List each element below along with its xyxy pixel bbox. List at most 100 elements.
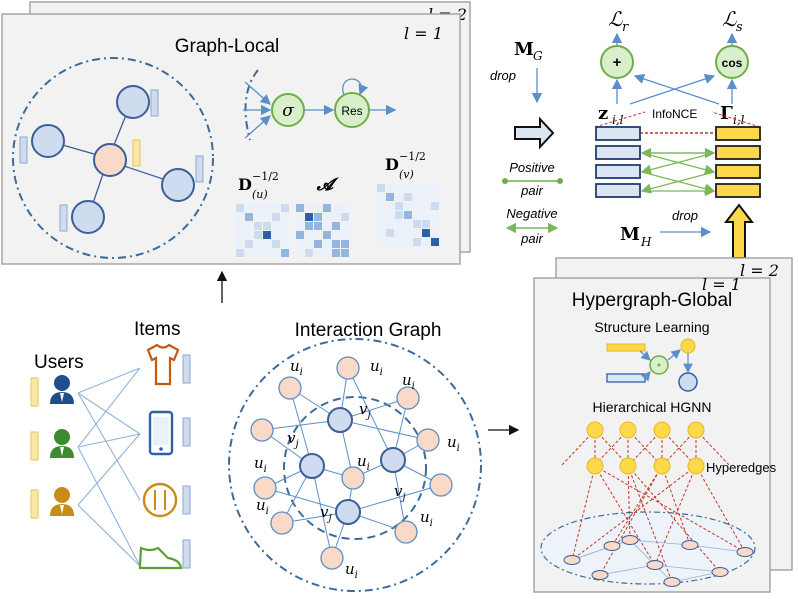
local-center-node bbox=[93, 143, 127, 177]
degree-v-label: D bbox=[385, 155, 399, 174]
matrix-cell bbox=[236, 231, 244, 239]
user-node-label: ui bbox=[256, 496, 269, 517]
embedding-vector bbox=[595, 164, 641, 179]
users-label: Users bbox=[34, 352, 84, 373]
item-node bbox=[380, 447, 406, 473]
hypergraph-node bbox=[646, 560, 664, 570]
user-icon bbox=[50, 487, 74, 516]
matrix-cell bbox=[395, 193, 403, 201]
cos-label: cos bbox=[722, 56, 743, 70]
hypergraph-node bbox=[591, 570, 609, 580]
gamma-label: Γ bbox=[720, 103, 733, 124]
hyperedge-node bbox=[586, 421, 604, 439]
users-items-section: Users Items bbox=[30, 319, 191, 570]
embedding-vector bbox=[595, 183, 641, 198]
matrix-cell bbox=[431, 211, 439, 219]
matrix-cell bbox=[236, 249, 244, 257]
matrix-cell bbox=[341, 213, 349, 221]
matrix-cell bbox=[413, 220, 421, 228]
embedding-vector bbox=[595, 145, 641, 160]
matrix-cell bbox=[323, 222, 331, 230]
matrix-cell bbox=[404, 184, 412, 192]
matrix-cell bbox=[305, 213, 313, 221]
hyperedge-node bbox=[653, 421, 671, 439]
user-node-label: ui bbox=[254, 454, 267, 475]
svg-text:(v): (v) bbox=[399, 168, 414, 181]
matrix-cell bbox=[377, 220, 385, 228]
negative-pair-label: Negative bbox=[506, 206, 557, 221]
matrix-cell bbox=[341, 222, 349, 230]
user-node-label: ui bbox=[357, 452, 370, 473]
tshirt-icon bbox=[146, 343, 180, 386]
matrix-cell bbox=[404, 193, 412, 201]
matrix-cell bbox=[386, 211, 394, 219]
plus-label: + bbox=[613, 54, 622, 71]
matrix-cell bbox=[314, 204, 322, 212]
plus-node bbox=[600, 45, 634, 79]
user-node bbox=[396, 386, 420, 410]
matrix-cell bbox=[404, 202, 412, 210]
svg-text:H: H bbox=[640, 235, 652, 249]
svg-text:−1/2: −1/2 bbox=[399, 150, 426, 163]
matrix-cell bbox=[323, 231, 331, 239]
interaction-graph-title: Interaction Graph bbox=[295, 320, 442, 341]
matrix-cell bbox=[245, 249, 253, 257]
matrix-cell bbox=[305, 240, 313, 248]
hypergraph-node bbox=[663, 577, 681, 587]
hypergraph-node bbox=[563, 555, 581, 565]
hollow-arrow bbox=[514, 116, 555, 150]
svg-text:r: r bbox=[622, 20, 629, 35]
z-embedding-stack bbox=[595, 126, 641, 198]
matrix-cell bbox=[245, 213, 253, 221]
hyperedge-node bbox=[653, 457, 671, 475]
svg-text:G: G bbox=[533, 49, 543, 63]
hypergraph-node bbox=[736, 547, 754, 557]
embedding-vector bbox=[595, 126, 641, 141]
matrix-cell bbox=[314, 240, 322, 248]
matrix-cell bbox=[296, 204, 304, 212]
matrix-cell bbox=[413, 211, 421, 219]
mask-g-label: M bbox=[514, 39, 534, 60]
contrastive-section: M G drop ℒ r ℒ s + cos z i,l InfoNCE Γ i… bbox=[490, 7, 761, 259]
local-graph-boundary bbox=[12, 57, 214, 259]
food-icon bbox=[142, 482, 178, 518]
items-label: Items bbox=[134, 319, 180, 340]
degree-u-matrix bbox=[236, 204, 289, 257]
matrix-cell bbox=[404, 211, 412, 219]
z-label: z bbox=[598, 103, 608, 124]
matrix-cell bbox=[263, 231, 271, 239]
matrix-cell bbox=[281, 249, 289, 257]
matrix-cell bbox=[422, 202, 430, 210]
matrix-cell bbox=[323, 240, 331, 248]
matrix-cell bbox=[323, 204, 331, 212]
matrix-cell bbox=[281, 204, 289, 212]
matrix-cell bbox=[254, 204, 262, 212]
matrix-cell bbox=[431, 229, 439, 237]
matrix-cell bbox=[395, 211, 403, 219]
matrix-cell bbox=[413, 184, 421, 192]
degree-v-matrix bbox=[377, 184, 439, 246]
hyperedges-label: Hyperedges bbox=[706, 460, 777, 475]
matrix-cell bbox=[281, 240, 289, 248]
matrix-cell bbox=[263, 249, 271, 257]
item-node-label: vj bbox=[287, 429, 299, 450]
matrix-cell bbox=[413, 193, 421, 201]
matrix-cell bbox=[431, 184, 439, 192]
user-node bbox=[341, 466, 365, 490]
graph-local-panel: l = 2 l = 1 Graph-Local σ Res bbox=[1, 1, 471, 265]
local-node bbox=[161, 168, 195, 202]
local-node bbox=[31, 124, 65, 158]
matrix-cell bbox=[422, 193, 430, 201]
embedding-vector bbox=[715, 126, 761, 141]
user-node bbox=[250, 418, 274, 442]
interaction-edge bbox=[261, 419, 341, 431]
matrix-cell bbox=[431, 220, 439, 228]
user-node bbox=[278, 376, 302, 400]
svg-text:s: s bbox=[736, 20, 743, 35]
matrix-cell bbox=[395, 229, 403, 237]
matrix-cell bbox=[314, 249, 322, 257]
hyperedge-node bbox=[687, 457, 705, 475]
matrix-cell bbox=[272, 213, 280, 221]
item-node-label: vj bbox=[320, 503, 332, 524]
